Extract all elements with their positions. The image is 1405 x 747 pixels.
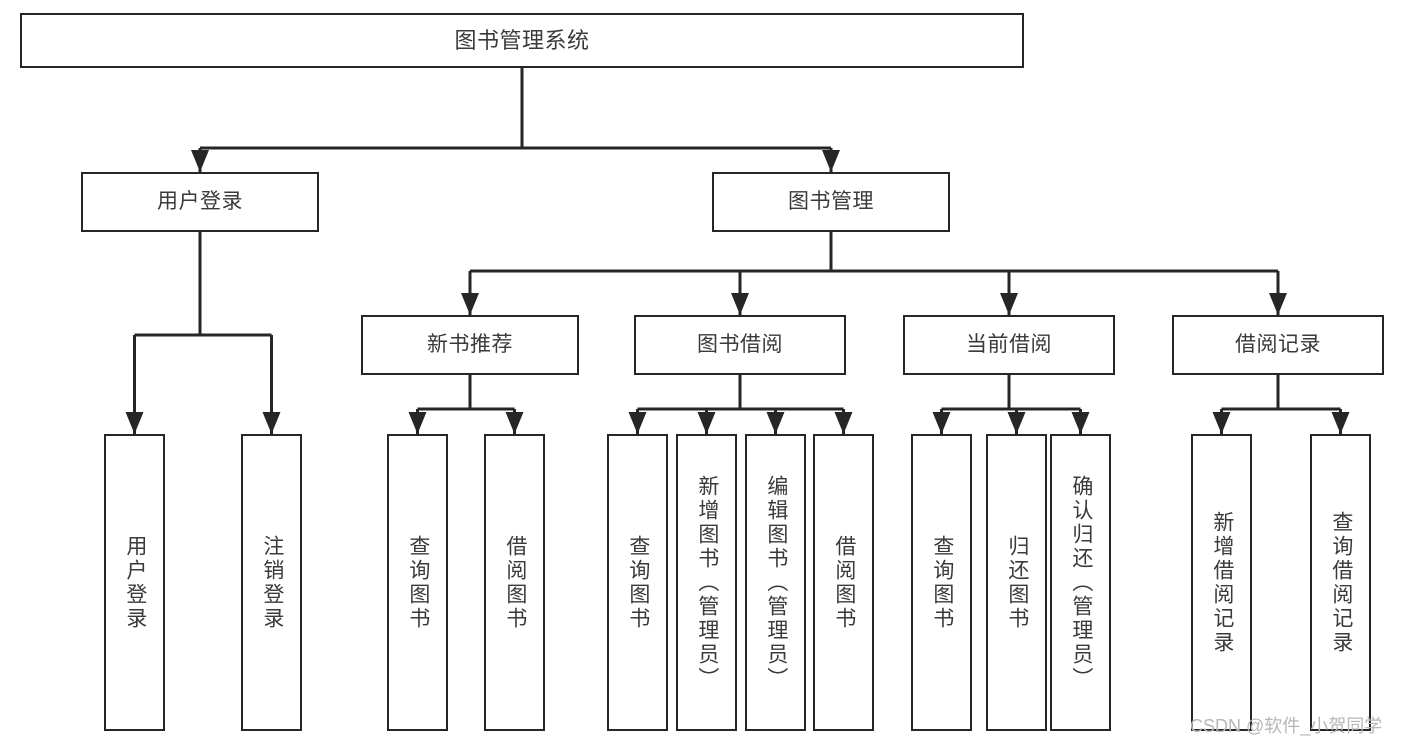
node-root-label: 图书管理系统 [454, 27, 590, 53]
node-new-book-rec-label: 新书推荐 [427, 332, 513, 356]
node-book-borrow[interactable]: 图书借阅 [634, 315, 846, 375]
node-book-borrow-label: 图书借阅 [697, 332, 783, 356]
node-leaf-edit-book[interactable]: 编辑图书（管理员） [745, 434, 806, 731]
node-leaf-query-book-2-label: 查询图书 [626, 534, 650, 631]
node-leaf-query-book-1[interactable]: 查询图书 [387, 434, 448, 731]
node-leaf-add-record-label: 新增借阅记录 [1210, 510, 1234, 655]
node-leaf-return-book[interactable]: 归还图书 [986, 434, 1047, 731]
node-leaf-add-book-label: 新增图书（管理员） [695, 474, 719, 691]
node-leaf-confirm-return-label: 确认归还（管理员） [1069, 474, 1093, 691]
node-leaf-borrow-book-2[interactable]: 借阅图书 [813, 434, 874, 731]
node-leaf-confirm-return[interactable]: 确认归还（管理员） [1050, 434, 1111, 731]
node-current-borrow-label: 当前借阅 [966, 332, 1052, 356]
watermark: CSDN @软件_小贺同学 [1190, 716, 1383, 736]
node-leaf-query-book-3[interactable]: 查询图书 [911, 434, 972, 731]
node-leaf-user-logout[interactable]: 注销登录 [241, 434, 302, 731]
node-book-manage[interactable]: 图书管理 [712, 172, 950, 232]
node-leaf-add-record[interactable]: 新增借阅记录 [1191, 434, 1252, 731]
node-borrow-record[interactable]: 借阅记录 [1172, 315, 1384, 375]
node-leaf-borrow-book-2-label: 借阅图书 [832, 534, 856, 631]
node-leaf-user-login-label: 用户登录 [123, 534, 147, 631]
node-borrow-record-label: 借阅记录 [1235, 332, 1321, 356]
node-user-login[interactable]: 用户登录 [81, 172, 319, 232]
node-user-login-label: 用户登录 [157, 189, 243, 213]
node-new-book-rec[interactable]: 新书推荐 [361, 315, 579, 375]
node-book-manage-label: 图书管理 [788, 189, 874, 213]
node-leaf-return-book-label: 归还图书 [1005, 534, 1029, 631]
node-leaf-borrow-book-1-label: 借阅图书 [503, 534, 527, 631]
node-leaf-user-logout-label: 注销登录 [260, 534, 284, 631]
node-leaf-query-record-label: 查询借阅记录 [1329, 510, 1353, 655]
node-leaf-query-record[interactable]: 查询借阅记录 [1310, 434, 1371, 731]
node-leaf-edit-book-label: 编辑图书（管理员） [764, 474, 788, 691]
node-root[interactable]: 图书管理系统 [20, 13, 1024, 68]
node-leaf-add-book[interactable]: 新增图书（管理员） [676, 434, 737, 731]
node-leaf-query-book-2[interactable]: 查询图书 [607, 434, 668, 731]
node-current-borrow[interactable]: 当前借阅 [903, 315, 1115, 375]
node-leaf-query-book-1-label: 查询图书 [406, 534, 430, 631]
node-leaf-query-book-3-label: 查询图书 [930, 534, 954, 631]
node-leaf-borrow-book-1[interactable]: 借阅图书 [484, 434, 545, 731]
node-leaf-user-login[interactable]: 用户登录 [104, 434, 165, 731]
